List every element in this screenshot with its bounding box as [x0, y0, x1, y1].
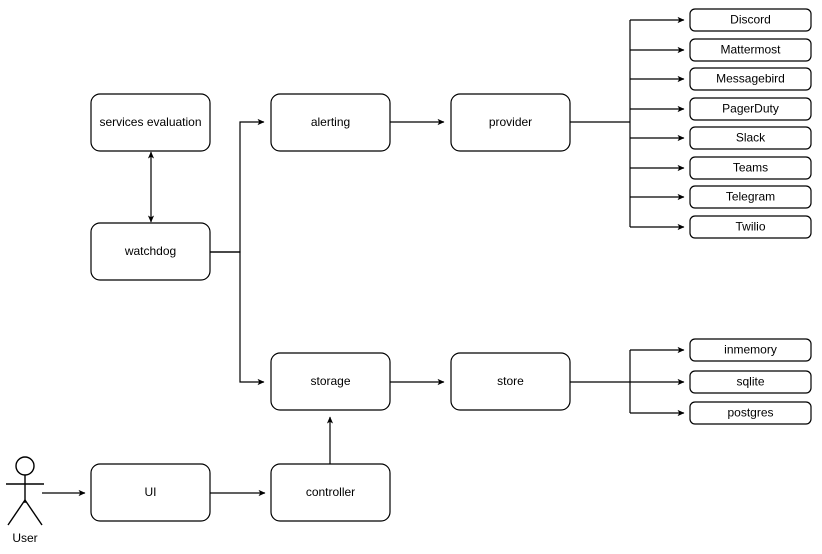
store-leaf-inmemory[interactable]: inmemory — [689, 338, 812, 362]
node-services-evaluation[interactable]: services evaluation — [90, 93, 211, 152]
provider-leaf-twilio[interactable]: Twilio — [689, 215, 812, 239]
provider-leaf-telegram-label: Telegram — [726, 190, 775, 204]
provider-leaf-messagebird[interactable]: Messagebird — [689, 67, 812, 91]
provider-leaf-slack-shape[interactable] — [689, 126, 812, 150]
provider-leaf-messagebird-label: Messagebird — [716, 72, 785, 86]
store-leaf-inmemory-label: inmemory — [724, 343, 777, 357]
actor-head-icon — [15, 456, 35, 476]
provider-leaf-discord-label: Discord — [730, 13, 771, 27]
node-controller-label: controller — [306, 485, 355, 499]
node-store[interactable]: store — [450, 352, 571, 411]
store-leaf-sqlite-label: sqlite — [736, 375, 764, 389]
node-storage-shape[interactable] — [270, 352, 391, 411]
node-alerting-shape[interactable] — [270, 93, 391, 152]
provider-leaf-twilio-label: Twilio — [735, 220, 765, 234]
actor-user: User — [6, 456, 44, 545]
provider-leaf-teams[interactable]: Teams — [689, 156, 812, 180]
node-controller[interactable]: controller — [270, 463, 391, 522]
provider-leaf-list: Discord Mattermost Messagebird PagerDuty… — [689, 8, 812, 239]
store-leaf-sqlite-shape[interactable] — [689, 370, 812, 394]
edge-watchdog-storage — [210, 251, 265, 386]
actor-user-label: User — [12, 531, 37, 545]
node-services-evaluation-shape[interactable] — [90, 93, 211, 152]
store-leaf-postgres[interactable]: postgres — [689, 401, 812, 425]
provider-leaf-pagerduty-shape[interactable] — [689, 97, 812, 121]
provider-leaf-slack[interactable]: Slack — [689, 126, 812, 150]
node-ui-shape[interactable] — [90, 463, 211, 522]
provider-leaf-mattermost-shape[interactable] — [689, 38, 812, 62]
provider-leaf-mattermost[interactable]: Mattermost — [689, 38, 812, 62]
node-provider[interactable]: provider — [450, 93, 571, 152]
node-alerting-label: alerting — [311, 115, 350, 129]
provider-leaf-twilio-shape[interactable] — [689, 215, 812, 239]
provider-leaf-messagebird-shape[interactable] — [689, 67, 812, 91]
provider-leaf-slack-label: Slack — [736, 131, 766, 145]
store-leaf-inmemory-shape[interactable] — [689, 338, 812, 362]
provider-leaf-teams-label: Teams — [733, 161, 768, 175]
node-store-shape[interactable] — [450, 352, 571, 411]
store-leaf-list: inmemory sqlite postgres — [689, 338, 812, 425]
node-store-label: store — [497, 374, 524, 388]
provider-leaf-telegram[interactable]: Telegram — [689, 185, 812, 209]
provider-leaf-mattermost-label: Mattermost — [720, 43, 781, 57]
provider-leaf-discord-shape[interactable] — [689, 8, 812, 32]
node-provider-label: provider — [489, 115, 532, 129]
node-storage[interactable]: storage — [270, 352, 391, 411]
provider-leaf-discord[interactable]: Discord — [689, 8, 812, 32]
node-services-evaluation-label: services evaluation — [99, 115, 201, 129]
store-leaf-postgres-label: postgres — [727, 406, 773, 420]
store-leaf-postgres-shape[interactable] — [689, 401, 812, 425]
node-watchdog[interactable]: watchdog — [90, 222, 211, 281]
actor-leg-right-icon — [24, 499, 43, 526]
actor-leg-left-icon — [7, 499, 26, 526]
provider-leaf-pagerduty[interactable]: PagerDuty — [689, 97, 812, 121]
node-controller-shape[interactable] — [270, 463, 391, 522]
node-provider-shape[interactable] — [450, 93, 571, 152]
provider-leaf-teams-shape[interactable] — [689, 156, 812, 180]
store-leaf-sqlite[interactable]: sqlite — [689, 370, 812, 394]
node-watchdog-shape[interactable] — [90, 222, 211, 281]
node-alerting[interactable]: alerting — [270, 93, 391, 152]
node-watchdog-label: watchdog — [124, 244, 176, 258]
node-ui-label: UI — [145, 485, 157, 499]
provider-leaf-telegram-shape[interactable] — [689, 185, 812, 209]
edge-watchdog-alerting — [210, 118, 265, 253]
provider-leaf-pagerduty-label: PagerDuty — [722, 102, 779, 116]
node-ui[interactable]: UI — [90, 463, 211, 522]
node-storage-label: storage — [310, 374, 350, 388]
